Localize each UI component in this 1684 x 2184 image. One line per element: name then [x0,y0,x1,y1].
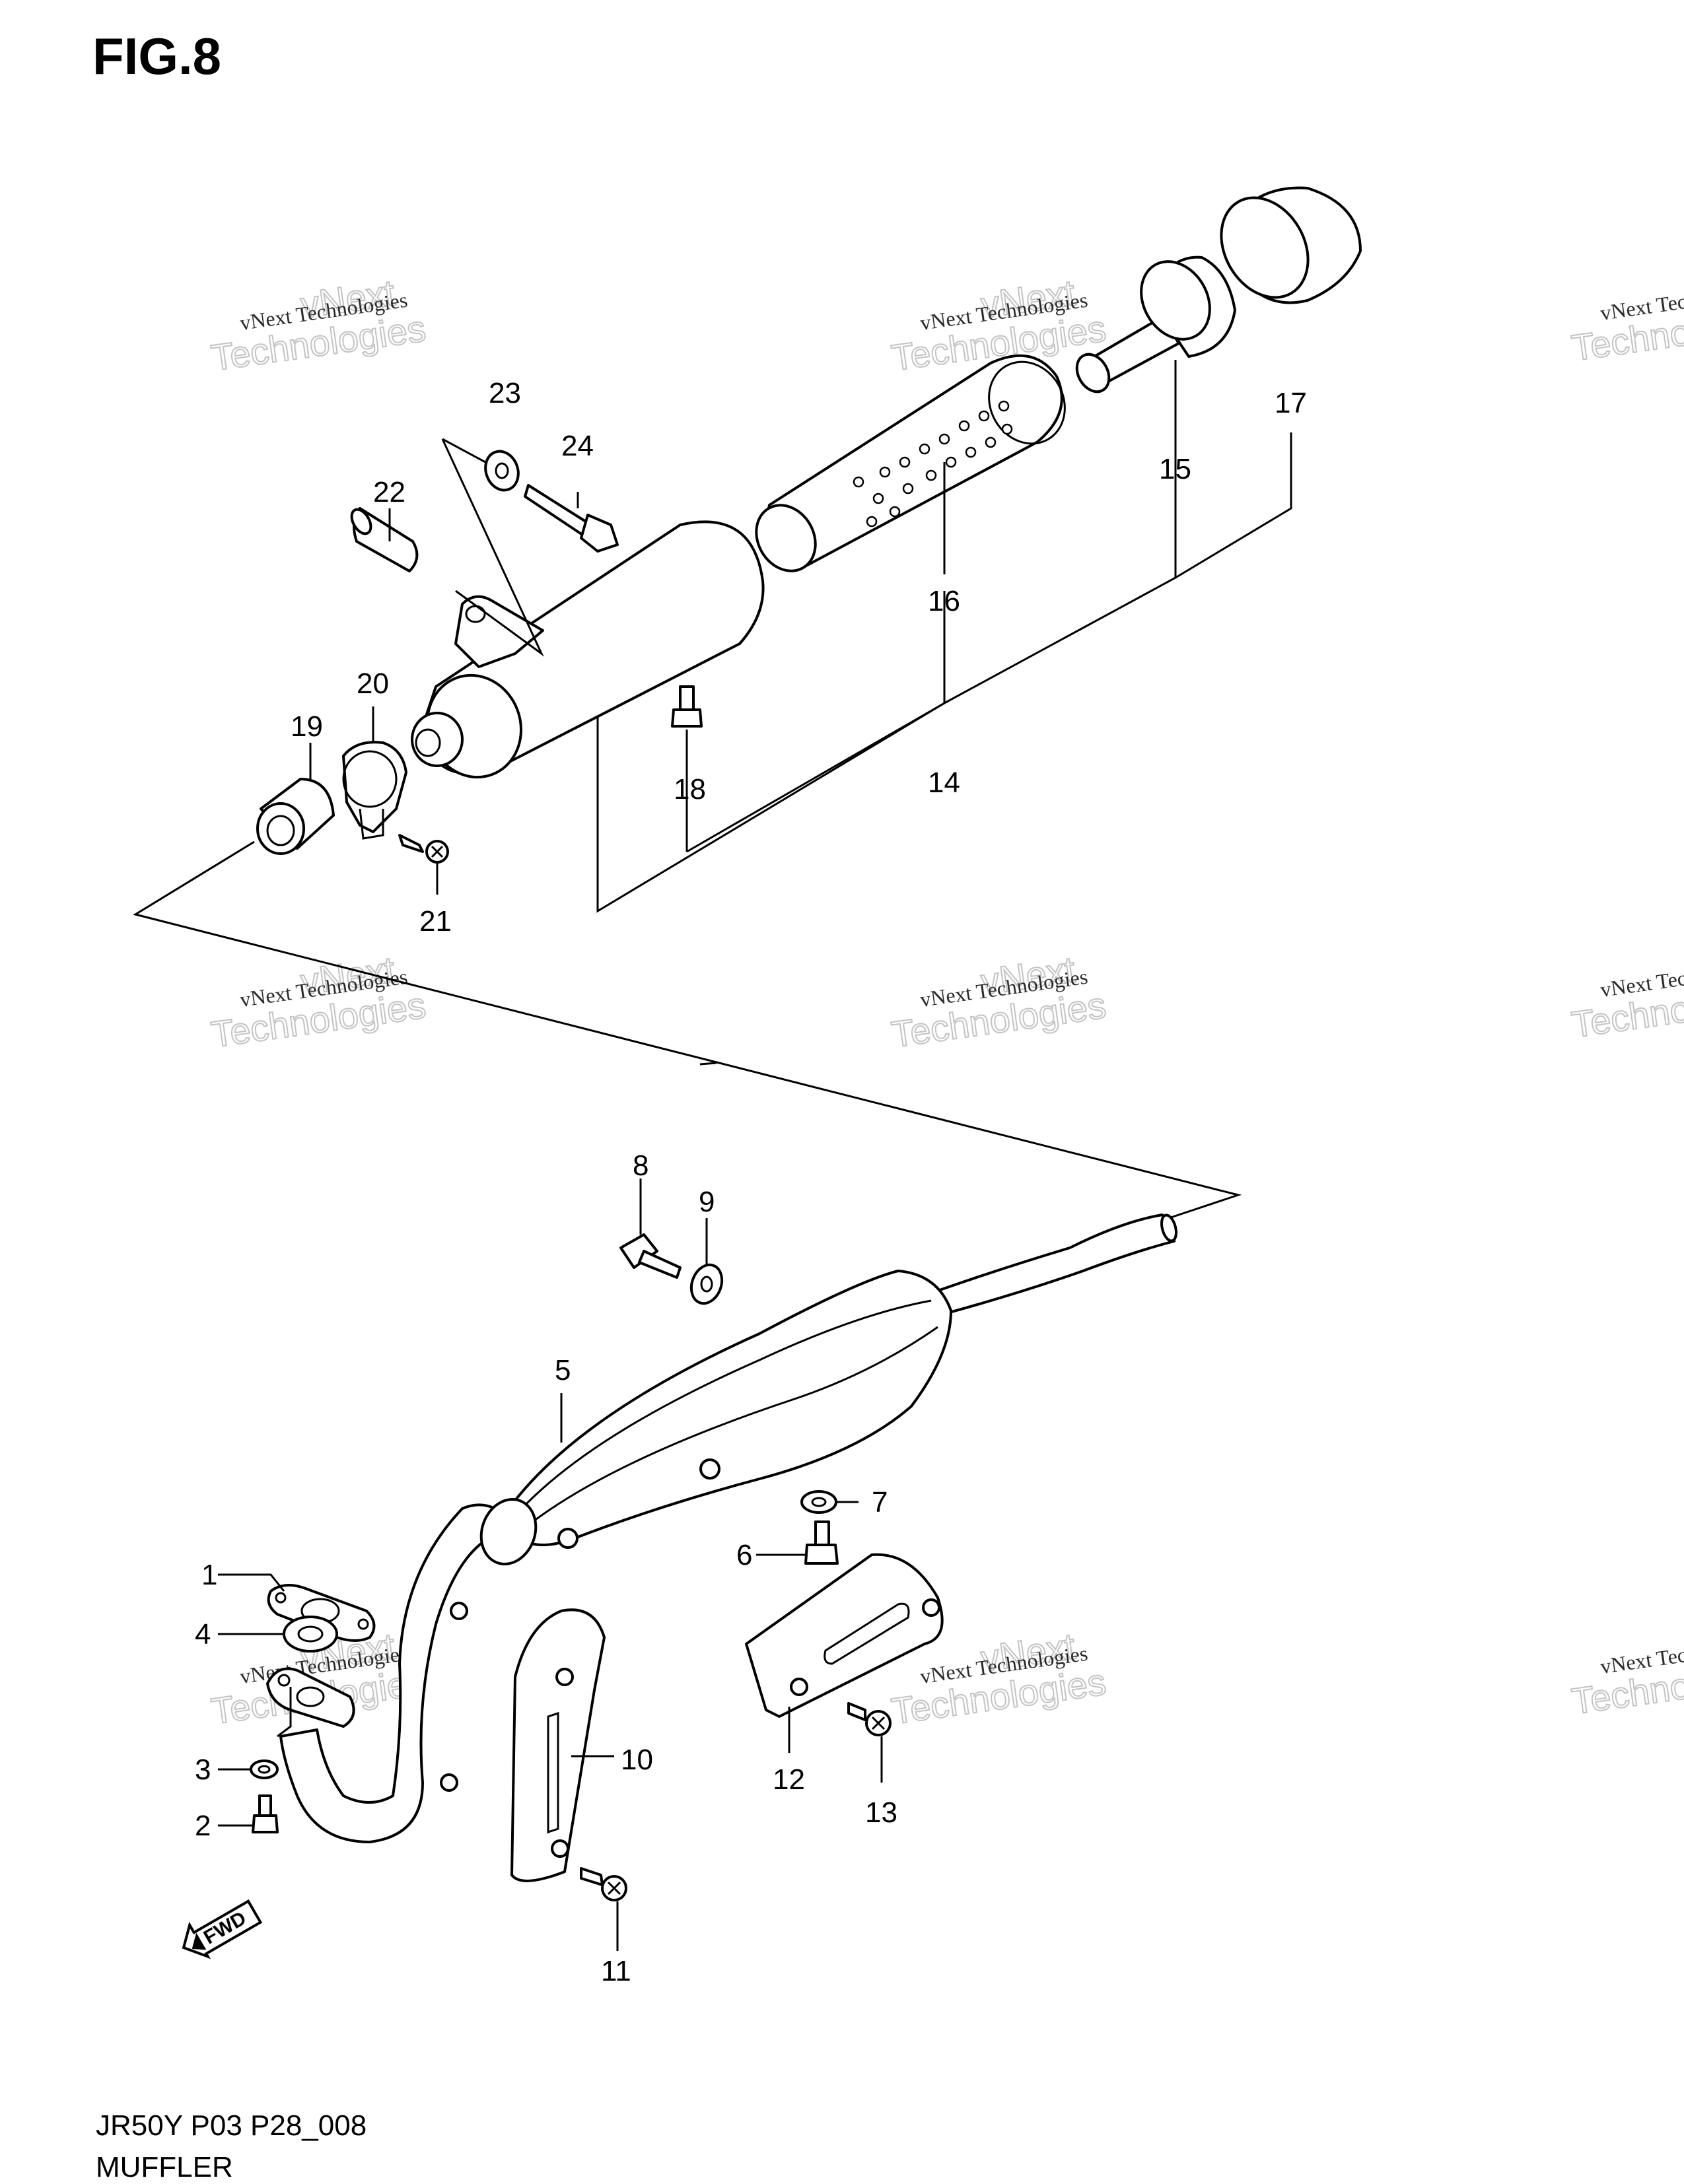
seal-4 [283,1616,338,1653]
callout-10: 10 [621,1744,653,1776]
connector-15 [1075,256,1236,393]
callout-17: 17 [1275,387,1307,419]
callout-labels: 1 2 3 4 5 6 7 8 9 10 11 12 13 14 15 16 1… [195,377,1307,1987]
bolt-18 [671,685,703,728]
heat-guard-10 [510,1608,606,1882]
perforated-tube-16 [755,354,1066,572]
bolt-24 [524,484,619,553]
callout-15: 15 [1159,453,1191,485]
leader-17 [1175,432,1292,579]
model-code: JR50Y P03 P28_008 [96,2109,367,2142]
washer-23 [484,450,520,492]
bolt-13 [847,1702,892,1736]
fwd-arrow-badge: FWD [182,1899,263,1960]
leader-1 [218,1573,285,1592]
bolt-8 [619,1233,682,1279]
leader-23-bracket [441,438,544,657]
bolt-6 [804,1520,839,1565]
divider-dash [699,1062,717,1066]
callout-11: 11 [601,1955,631,1987]
callout-22: 22 [373,476,405,508]
callout-24: 24 [561,430,594,462]
heat-guard-12 [745,1553,944,1718]
collar-22 [350,507,419,572]
callout-12: 12 [773,1763,805,1796]
leader-23 [442,438,486,463]
callout-7: 7 [872,1486,888,1519]
callout-21: 21 [419,905,452,938]
leader-18-join [686,702,945,853]
leader-14 [596,591,946,913]
leader-flange [277,1687,292,1738]
callout-23: 23 [489,377,521,409]
callout-18: 18 [674,773,706,805]
callout-19: 19 [291,710,323,743]
callout-2: 2 [195,1810,211,1842]
callout-3: 3 [195,1754,211,1786]
collar-19 [256,778,335,855]
callout-16: 16 [928,585,960,617]
figure-title: FIG.8 [92,27,222,85]
bolt-21 [398,834,449,864]
washer-9 [689,1263,724,1305]
washer-3 [250,1759,279,1779]
washer-7 [800,1490,837,1514]
assembly-boundary-line [133,840,1242,1219]
callout-13: 13 [865,1796,897,1829]
callout-1: 1 [201,1559,217,1591]
figure-name: MUFFLER [96,2151,233,2183]
clamp-20 [342,741,407,840]
bolt-2 [252,1794,279,1833]
callout-6: 6 [736,1539,752,1571]
callout-4: 4 [195,1618,211,1651]
exhaust-pipe-5 [266,1213,1177,1843]
callout-8: 8 [633,1149,649,1182]
callout-14: 14 [928,767,960,799]
silencer-body [411,520,765,779]
callout-9: 9 [699,1186,715,1218]
callout-5: 5 [555,1354,571,1386]
end-cap-17 [1220,186,1362,304]
bolt-11 [580,1867,627,1901]
callout-20: 20 [357,667,389,700]
